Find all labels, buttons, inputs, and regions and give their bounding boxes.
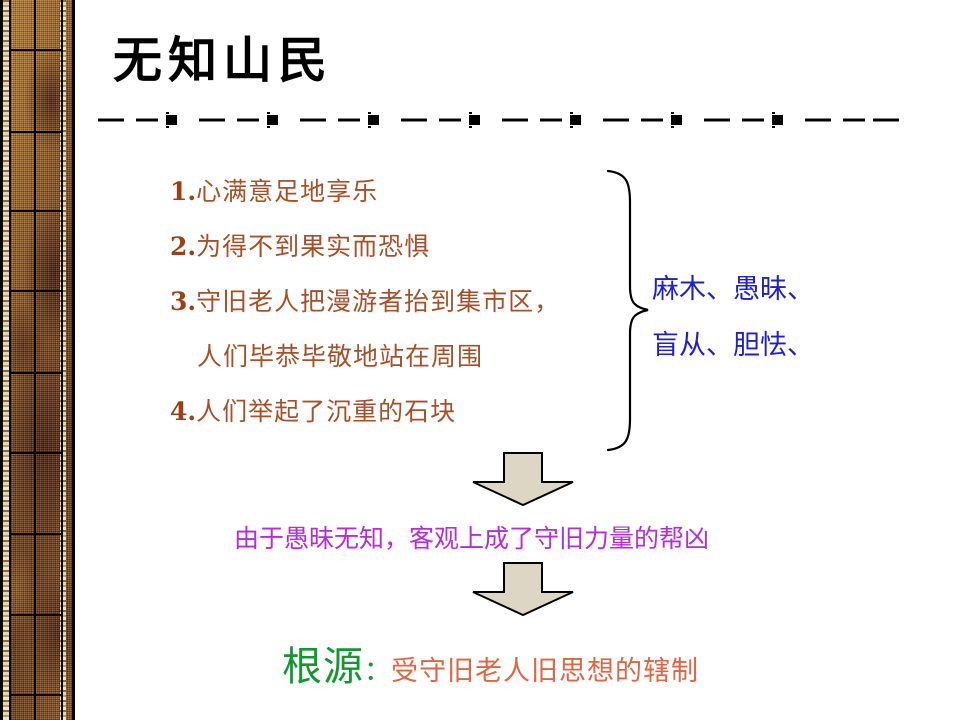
list-item-text: 人们毕恭毕敬地站在周围 [197,342,484,371]
down-arrow-icon [472,562,574,617]
decorative-side-border [0,0,75,720]
border-edge-left [3,0,9,720]
border-grid-hline-6 [9,452,63,454]
list-item-number: 3. [170,287,197,316]
root-cause-line: 根源：受守旧老人旧思想的辖制 [282,634,699,692]
trait-line-2: 盲从、胆怯、 [652,330,814,361]
list-item: 4.人们举起了沉重的石块 [170,384,640,439]
border-grid-vline-right [61,0,63,720]
list-item-text: 守旧老人把漫游者抬到集市区， [196,287,561,316]
trait-annotation: 麻木、愚昧、 盲从、胆怯、 [652,262,814,374]
border-grid-hline-5 [9,372,63,374]
list-item-number: 4. [170,397,197,426]
dash-dot-divider [98,112,899,128]
list-item-number: 1. [170,177,197,206]
border-grid-hline-7 [9,533,63,535]
list-item: 2.为得不到果实而恐惧 [170,219,640,274]
root-cause-colon: ： [364,656,391,687]
border-grid-hline-3 [9,210,63,212]
list-item-continuation: 人们毕恭毕敬地站在周围 [170,329,640,384]
border-grid-vline-left [9,0,11,720]
border-grid-hline-1 [9,49,63,51]
conclusion-text: 由于愚昧无知，客观上成了守旧力量的帮凶 [234,524,710,553]
list-item: 1.心满意足地享乐 [170,164,640,219]
list-item: 3.守旧老人把漫游者抬到集市区， [170,274,640,329]
list-item-text: 心满意足地享乐 [196,177,379,206]
list-item-text: 人们举起了沉重的石块 [196,397,457,426]
bullet-list: 1.心满意足地享乐 2.为得不到果实而恐惧 3.守旧老人把漫游者抬到集市区， 人… [170,164,640,439]
border-grid-hline-4 [9,290,63,292]
border-grid-hline-9 [9,694,63,696]
root-cause-label: 根源 [282,644,364,690]
root-cause-value: 受守旧老人旧思想的辖制 [391,656,699,687]
border-grid-vline-mid [34,0,36,720]
list-item-text: 为得不到果实而恐惧 [196,232,431,261]
trait-line-1: 麻木、愚昧、 [652,274,814,305]
border-grid-hline-2 [9,131,63,133]
slide-title: 无知山民 [113,31,334,89]
border-grid-hline-8 [9,614,63,616]
border-edge-right [60,0,66,720]
list-item-number: 2. [170,232,197,261]
right-curly-brace [606,169,649,452]
down-arrow-icon [472,452,574,507]
